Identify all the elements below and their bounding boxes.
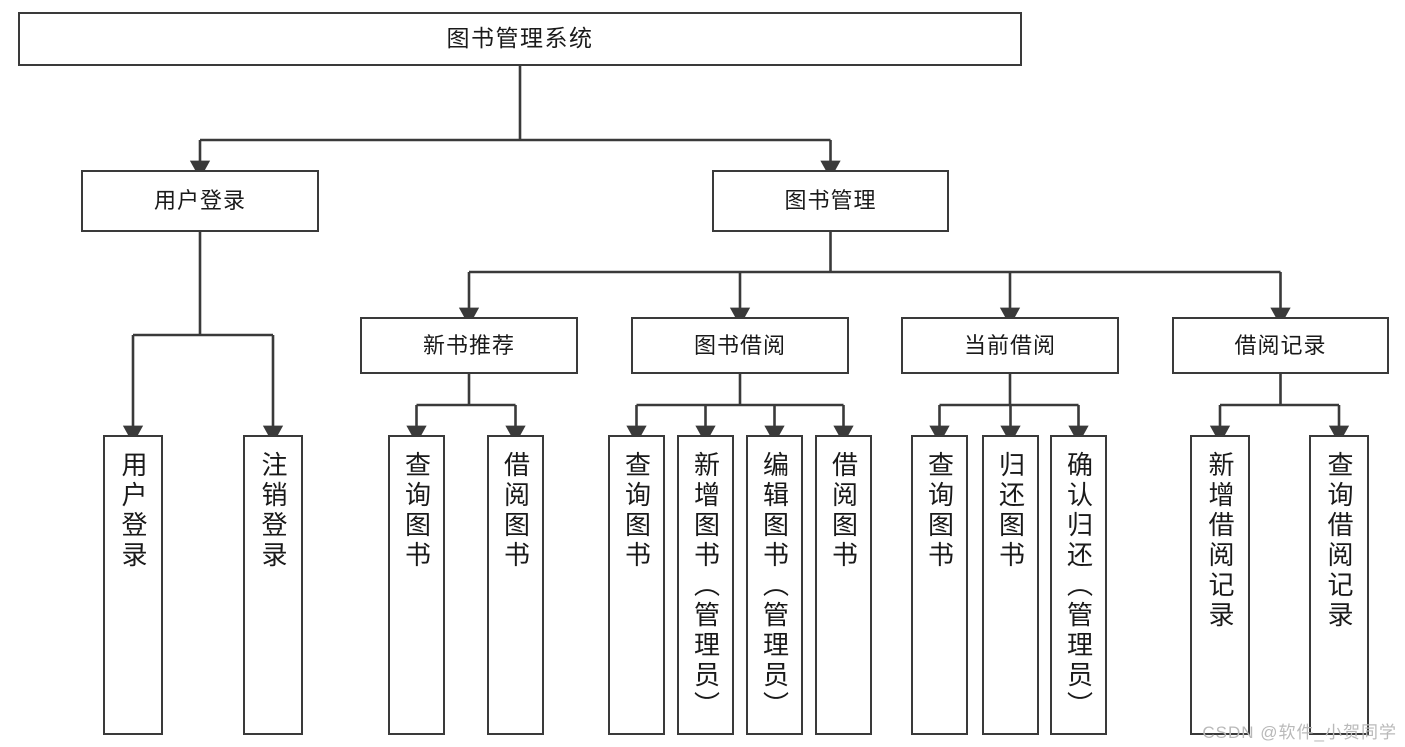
node-book_borrow[interactable]: 图书借阅: [631, 317, 849, 374]
node-l_edit_book[interactable]: 编辑图书（管理员）: [746, 435, 803, 735]
node-label: 注销登录: [258, 451, 288, 571]
node-label: 借阅图书: [500, 451, 531, 571]
node-borrow_log[interactable]: 借阅记录: [1172, 317, 1389, 374]
edge-layer: [122, 66, 1350, 444]
node-label: 新增借阅记录: [1205, 451, 1235, 631]
node-label: 新书推荐: [422, 332, 515, 358]
node-label: 图书借阅: [693, 332, 786, 358]
node-label: 借阅图书: [828, 451, 859, 571]
node-label: 查询图书: [401, 451, 432, 571]
node-l_return[interactable]: 归还图书: [982, 435, 1039, 735]
watermark: CSDN @软件_小贺同学: [1202, 723, 1397, 742]
node-label: 归还图书: [995, 451, 1026, 571]
node-l_user_login[interactable]: 用户登录: [103, 435, 163, 735]
node-l_q_book_3[interactable]: 查询图书: [911, 435, 968, 735]
node-label: 当前借阅: [963, 332, 1056, 358]
node-l_borrow_1[interactable]: 借阅图书: [487, 435, 544, 735]
node-book_mgmt[interactable]: 图书管理: [712, 170, 949, 232]
node-label: 编辑图书（管理员）: [759, 451, 790, 721]
node-new_book_rec[interactable]: 新书推荐: [360, 317, 578, 374]
node-l_conf_ret[interactable]: 确认归还（管理员）: [1050, 435, 1107, 735]
node-label: 用户登录: [153, 188, 246, 214]
node-label: 图书管理系统: [446, 25, 594, 52]
node-l_logout[interactable]: 注销登录: [243, 435, 303, 735]
node-label: 查询借阅记录: [1324, 451, 1354, 631]
node-root[interactable]: 图书管理系统: [18, 12, 1022, 66]
node-l_q_log[interactable]: 查询借阅记录: [1309, 435, 1369, 735]
node-l_borrow_2[interactable]: 借阅图书: [815, 435, 872, 735]
node-label: 新增图书（管理员）: [690, 451, 721, 721]
node-cur_borrow[interactable]: 当前借阅: [901, 317, 1119, 374]
node-label: 用户登录: [118, 451, 148, 571]
node-label: 借阅记录: [1234, 332, 1327, 358]
node-l_add_book[interactable]: 新增图书（管理员）: [677, 435, 734, 735]
node-label: 查询图书: [924, 451, 955, 571]
node-user_login[interactable]: 用户登录: [81, 170, 319, 232]
node-l_add_log[interactable]: 新增借阅记录: [1190, 435, 1250, 735]
node-label: 查询图书: [621, 451, 652, 571]
node-label: 图书管理: [784, 188, 877, 214]
node-l_q_book_2[interactable]: 查询图书: [608, 435, 665, 735]
node-l_q_book_1[interactable]: 查询图书: [388, 435, 445, 735]
node-label: 确认归还（管理员）: [1063, 451, 1094, 721]
